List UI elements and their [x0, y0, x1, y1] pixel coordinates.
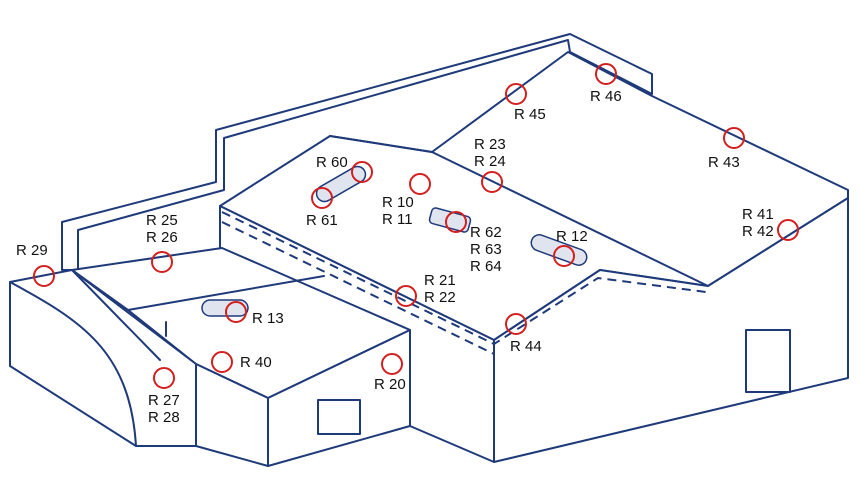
marker-label-r46: R 46 [590, 88, 622, 105]
marker-label-r23-24: R 23 R 24 [474, 136, 506, 170]
marker-circle-r29 [33, 265, 55, 287]
marker-label-r44: R 44 [510, 338, 542, 355]
left-curve [9, 281, 137, 447]
ridge-hip-right [431, 151, 709, 287]
marker-circle-r41-42 [777, 219, 799, 241]
marker-circle-r62-64 [445, 211, 467, 233]
vent-r12 [530, 234, 588, 266]
marker-label-r10-11: R 10 R 11 [382, 194, 414, 228]
marker-circle-r25-26 [151, 251, 173, 273]
marker-circle-r12 [553, 245, 575, 267]
marker-circle-r46 [595, 63, 617, 85]
valley-line [127, 275, 325, 311]
marker-label-r45: R 45 [514, 106, 546, 123]
marker-circle-r43 [723, 127, 745, 149]
vent-r13 [201, 299, 249, 317]
marker-circle-r21-22 [395, 285, 417, 307]
marker-label-r41-42: R 41 R 42 [742, 206, 774, 240]
marker-circle-r23-24 [481, 171, 503, 193]
parapet-wall [61, 33, 653, 271]
marker-circle-r60 [351, 161, 373, 183]
marker-label-r20: R 20 [374, 376, 406, 393]
marker-label-r61: R 61 [306, 212, 338, 229]
marker-circle-r13 [225, 301, 247, 323]
marker-label-r29: R 29 [16, 242, 48, 259]
marker-label-r25-26: R 25 R 26 [146, 212, 178, 246]
gutter-dashed [221, 211, 707, 346]
marker-circle-r61 [311, 187, 333, 209]
left-end-fold [71, 269, 161, 361]
marker-label-r43: R 43 [708, 154, 740, 171]
marker-label-r60: R 60 [316, 154, 348, 171]
marker-label-r12: R 12 [556, 228, 588, 245]
marker-label-r21-22: R 21 R 22 [424, 272, 456, 306]
gutter-dashed-2 [221, 221, 495, 355]
marker-label-r40: R 40 [240, 354, 272, 371]
marker-circle-r20 [381, 353, 403, 375]
marker-circle-r44 [505, 313, 527, 335]
marker-circle-r27-28 [153, 367, 175, 389]
marker-label-r13: R 13 [252, 310, 284, 327]
front-window [317, 399, 361, 435]
marker-circle-r45 [505, 83, 527, 105]
marker-label-r27-28: R 27 R 28 [148, 392, 180, 426]
marker-circle-r10-11 [409, 173, 431, 195]
marker-label-r62-64: R 62 R 63 R 64 [470, 224, 502, 275]
marker-circle-r40 [211, 351, 233, 373]
ridge-left [329, 135, 433, 153]
side-door [745, 329, 791, 393]
